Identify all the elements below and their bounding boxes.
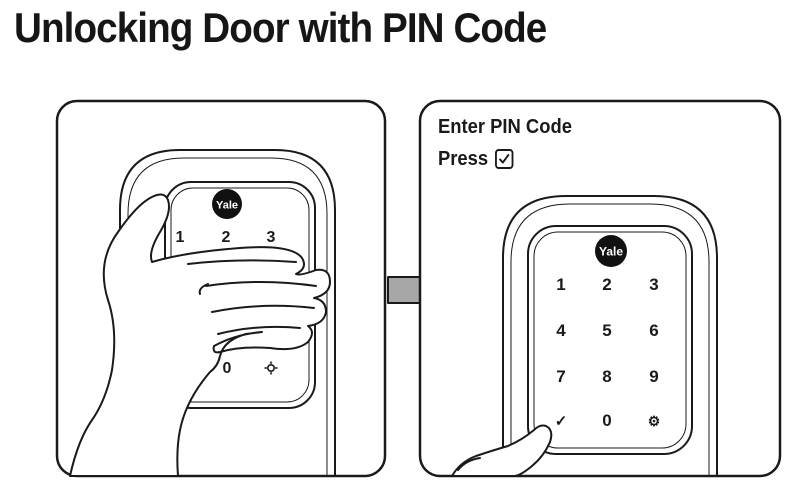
right-keypad: 1 2 3 4 5 6 7 8 9 ✓ 0 ⚙ xyxy=(555,275,661,430)
key-5: 5 xyxy=(602,321,611,340)
left-key-0: 0 xyxy=(223,360,232,377)
left-key-3: 3 xyxy=(267,229,276,246)
key-3: 3 xyxy=(649,275,658,294)
page-title: Unlocking Door with PIN Code xyxy=(14,4,547,51)
key-6: 6 xyxy=(649,321,658,340)
key-1: 1 xyxy=(556,275,565,294)
key-7: 7 xyxy=(556,367,565,386)
check-icon xyxy=(494,149,513,169)
key-settings: ⚙ xyxy=(648,413,661,429)
left-key-2: 2 xyxy=(222,229,231,246)
key-check: ✓ xyxy=(555,413,568,430)
right-lock-housing xyxy=(502,195,718,476)
finger-pressing-check xyxy=(451,424,553,477)
right-yale-logo: Yale xyxy=(595,235,627,267)
key-4: 4 xyxy=(556,321,566,340)
left-settings-icon xyxy=(264,361,278,375)
press-label: Press xyxy=(438,148,489,170)
left-key-1: 1 xyxy=(176,229,185,246)
right-keypad-face-inner xyxy=(533,231,687,449)
key-8: 8 xyxy=(602,367,611,386)
key-2: 2 xyxy=(602,275,611,294)
hand-covering-keypad xyxy=(69,193,331,477)
left-lock-housing-inner xyxy=(127,157,328,476)
key-9: 9 xyxy=(649,367,658,386)
left-yale-text: Yale xyxy=(216,200,238,212)
press-instruction: Press xyxy=(438,147,513,171)
left-yale-logo: Yale xyxy=(212,189,242,219)
right-keypad-face xyxy=(527,225,693,455)
step-heading: Enter PIN Code xyxy=(438,116,572,138)
right-yale-text: Yale xyxy=(599,245,623,259)
key-0: 0 xyxy=(602,411,611,430)
left-lock-housing xyxy=(119,149,336,476)
right-lock-housing-inner xyxy=(510,203,710,476)
